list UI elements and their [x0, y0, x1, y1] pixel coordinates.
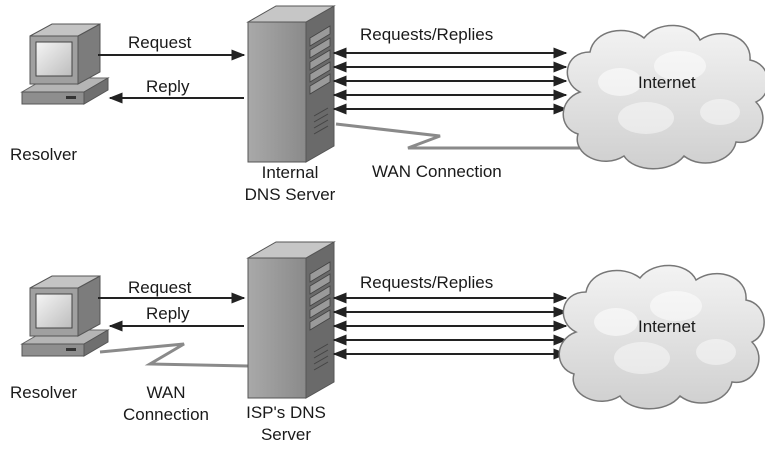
top-diagram: Resolver Request Reply Internal DNS Serv…	[10, 5, 765, 204]
bottom-request-label: Request	[128, 278, 192, 297]
top-requests-replies-arrows	[332, 47, 568, 115]
top-reply-label: Reply	[146, 77, 190, 96]
top-wan-connection-bolt	[335, 122, 592, 150]
top-server-label-line1: Internal	[262, 163, 319, 182]
top-wan-label: WAN Connection	[372, 162, 502, 181]
top-resolver-computer-icon	[21, 23, 109, 105]
top-internet-label: Internet	[638, 73, 696, 92]
bottom-reply-label: Reply	[146, 304, 190, 323]
bottom-server-label-line1: ISP's DNS	[246, 403, 326, 422]
top-server-label-line2: DNS Server	[245, 185, 336, 204]
bottom-internet-label: Internet	[638, 317, 696, 336]
bottom-wan-label-line2: Connection	[123, 405, 209, 424]
bottom-internet-cloud-icon	[558, 264, 765, 410]
bottom-diagram: Resolver Request Reply WAN Connection IS…	[10, 241, 765, 444]
top-request-label: Request	[128, 33, 192, 52]
bottom-resolver-computer-icon	[21, 275, 109, 357]
bottom-server-label-line2: Server	[261, 425, 311, 444]
bottom-wan-label-line1: WAN	[146, 383, 185, 402]
bottom-wan-connection-bolt	[99, 342, 249, 368]
bottom-requests-replies-label: Requests/Replies	[360, 273, 493, 292]
top-requests-replies-label: Requests/Replies	[360, 25, 493, 44]
top-internal-dns-server-icon	[247, 5, 335, 163]
top-internet-cloud-icon	[562, 24, 765, 170]
bottom-isp-dns-server-icon	[247, 241, 335, 399]
bottom-requests-replies-arrows	[332, 292, 568, 360]
top-resolver-label: Resolver	[10, 145, 77, 164]
bottom-resolver-label: Resolver	[10, 383, 77, 402]
